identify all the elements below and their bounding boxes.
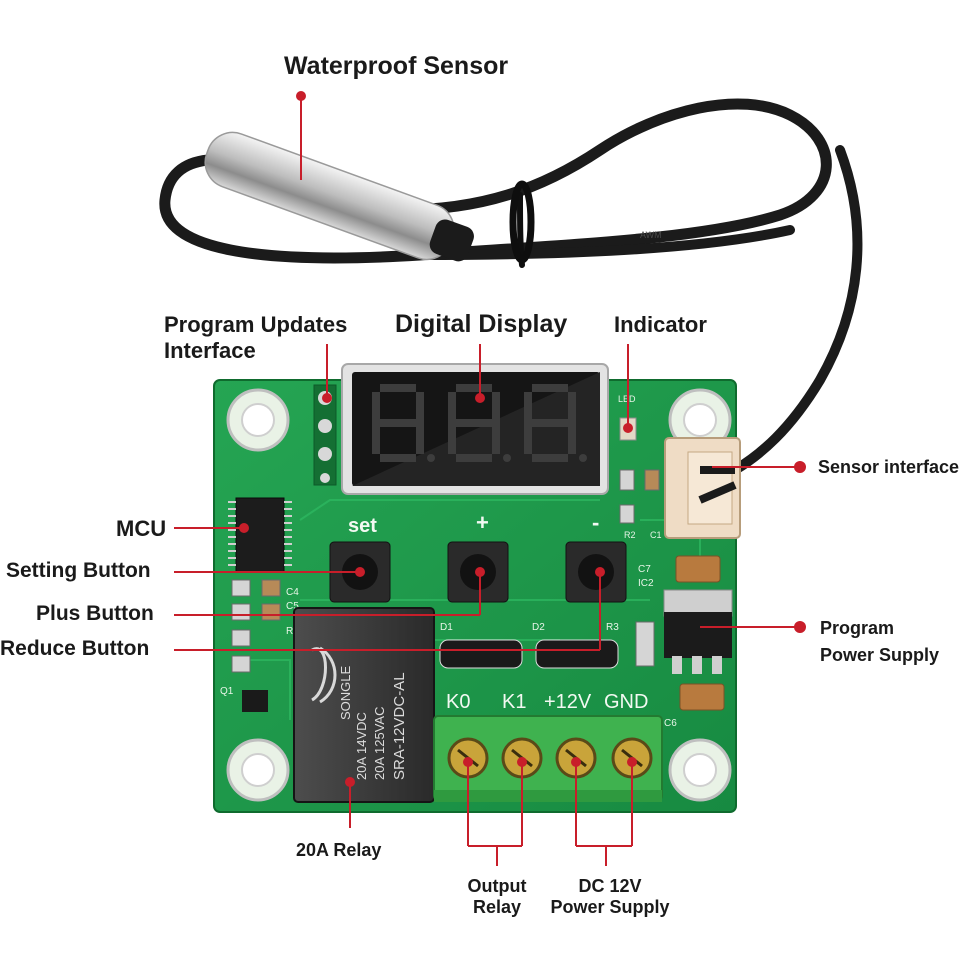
display-segment [372, 392, 380, 423]
silk-r1: R1 [286, 626, 299, 637]
display-segment [456, 454, 492, 462]
silk-c6: C6 [664, 718, 677, 729]
cable-print: AWM [640, 230, 662, 240]
cable-clip [509, 180, 535, 264]
display-segment [456, 384, 492, 392]
silk-d2: D2 [532, 622, 545, 633]
silk-c5: C5 [286, 601, 299, 612]
smd-c1 [644, 469, 660, 491]
display-segment [524, 423, 532, 454]
label-waterproof-sensor: Waterproof Sensor [284, 52, 509, 80]
display-segment [380, 454, 416, 462]
relay-brand: SONGLE [338, 665, 353, 720]
display-decimal-point [503, 454, 511, 462]
silk-r3: R3 [606, 622, 619, 633]
mounting-holes [226, 388, 732, 802]
display-segment [416, 392, 424, 423]
display-segment [448, 392, 456, 423]
cap-c6 [679, 683, 725, 711]
display-segment [416, 423, 424, 454]
display-segment [372, 423, 380, 454]
display-segment [492, 423, 500, 454]
silk-12v: +12V [544, 691, 592, 713]
label-sensor-interface: Sensor interface [818, 457, 960, 477]
smd-r2 [619, 469, 635, 491]
label-dc-supply-1: DC 12V [578, 876, 642, 896]
leader-lines [174, 96, 800, 866]
label-reduce-button: Reduce Button [0, 637, 150, 660]
display-segment [380, 384, 416, 392]
label-program-updates-2: Interface [164, 338, 256, 363]
label-indicator: Indicator [614, 312, 707, 337]
silk-minus: - [592, 510, 599, 535]
smd-r2b [619, 504, 635, 524]
display-segment [532, 419, 568, 427]
silk-ic2: IC2 [638, 578, 654, 589]
display-segment [456, 419, 492, 427]
display-decimal-point [579, 454, 587, 462]
silk-c1: C1 [650, 530, 662, 540]
display-segment [448, 423, 456, 454]
sensor-connector [664, 437, 741, 539]
relay-model: SRA-12VDC-AL [391, 672, 408, 780]
display-segment [492, 392, 500, 423]
terminal-screws [447, 737, 653, 779]
silk-r2: R2 [624, 530, 636, 540]
label-program-power-2: Power Supply [820, 645, 940, 665]
terminal-block [433, 715, 663, 802]
label-digital-display: Digital Display [395, 310, 568, 338]
waterproof-probe [204, 131, 474, 262]
relay-20a [293, 607, 435, 803]
silk-gnd: GND [604, 691, 648, 713]
silk-k0: K0 [446, 691, 470, 713]
smd-r3 [635, 621, 655, 667]
relay-rating-2: 20A 125VAC [372, 707, 387, 780]
display-segment [568, 392, 576, 423]
silk-c7: C7 [638, 564, 651, 575]
cap-c7 [675, 555, 721, 583]
relay-rating-1: 20A 14VDC [354, 712, 369, 780]
label-dc-supply-2: Power Supply [550, 897, 670, 917]
label-program-power-1: Program [820, 618, 895, 638]
power-regulator [663, 589, 733, 674]
label-setting-button: Setting Button [6, 559, 151, 582]
display-decimal-point [427, 454, 435, 462]
silk-q1: Q1 [220, 686, 234, 697]
mcu-chip [228, 497, 292, 573]
label-plus-button: Plus Button [36, 602, 154, 625]
label-program-updates-1: Program Updates [164, 312, 348, 337]
silk-set: set [348, 515, 377, 537]
display-segment [532, 454, 568, 462]
display-segment [524, 392, 532, 423]
label-output-relay-2: Relay [472, 897, 522, 917]
label-output-relay-1: Output [467, 876, 527, 896]
display-segment [380, 419, 416, 427]
smd-left [231, 579, 281, 712]
silk-k1: K1 [502, 691, 526, 713]
silk-plus: + [476, 510, 489, 535]
display-segment [532, 384, 568, 392]
display-segment [568, 423, 576, 454]
label-20a-relay: 20A Relay [296, 840, 382, 860]
label-mcu: MCU [116, 516, 167, 541]
display-digits [372, 384, 587, 462]
diode-d1 [439, 639, 523, 669]
leader-dots [239, 91, 806, 787]
silk-c4: C4 [286, 587, 299, 598]
silk-d1: D1 [440, 622, 453, 633]
diode-d2 [535, 639, 619, 669]
